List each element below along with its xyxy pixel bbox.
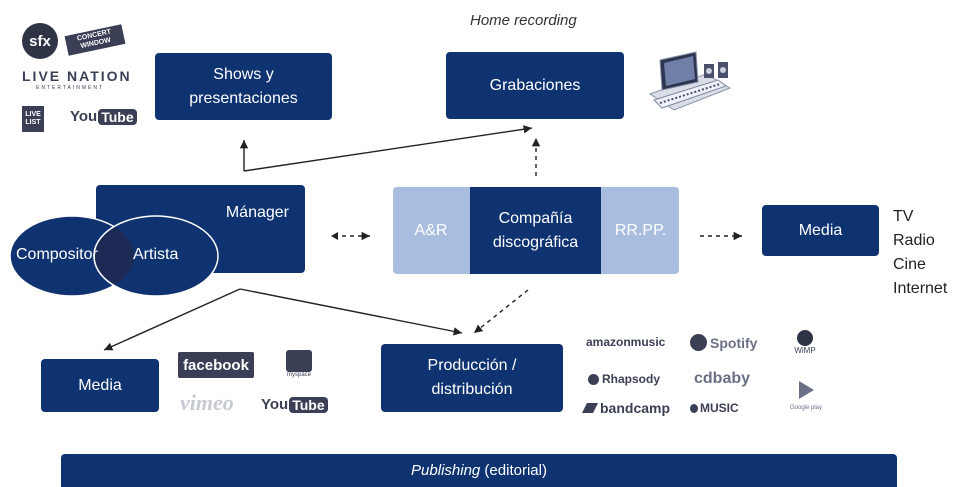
arrow-manager-to-produccion (239, 288, 463, 336)
grabaciones-box: Grabaciones (446, 52, 624, 119)
live-nation-subtext: ENTERTAINMENT (36, 85, 105, 91)
vimeo-logo: vimeo (180, 390, 234, 415)
publishing-bar: Publishing (editorial) (61, 454, 897, 487)
bandcamp-text: bandcamp (600, 400, 671, 416)
myspace-icon (286, 350, 312, 372)
manager-label: Mánager (225, 204, 289, 221)
facebook-logo: facebook (178, 352, 254, 378)
apple-music-text: MUSIC (700, 401, 739, 415)
compositor-artista-venn (9, 215, 219, 297)
google-play-logo: Google play (786, 380, 826, 411)
publishing-rest: (editorial) (480, 461, 547, 479)
bandcamp-logo: bandcamp (582, 400, 670, 416)
rrpp-box: RR.PP. (588, 187, 679, 274)
sfx-logo: sfx (22, 23, 58, 59)
arrow-manager-to-media (103, 288, 241, 351)
livelist-text: LIVE LIST (25, 111, 41, 126)
youtube-logo-bottom: You Tube (261, 396, 328, 413)
facebook-text: facebook (183, 356, 249, 374)
youtube-logo-top: You Tube (70, 108, 137, 125)
home-studio-illustration (648, 51, 732, 111)
youtube-tube-text: Tube (98, 108, 137, 125)
ar-label: A&R (414, 221, 448, 239)
home-recording-label: Home recording (470, 12, 577, 29)
sfx-logo-text: sfx (29, 32, 51, 50)
google-play-icon (799, 381, 814, 399)
apple-icon (690, 403, 698, 413)
ar-box: A&R (393, 187, 483, 274)
rhapsody-logo: Rhapsody (588, 372, 660, 386)
rhapsody-icon (588, 373, 599, 385)
livelist-logo: LIVE LIST (22, 106, 44, 132)
produccion-box: Producción / distribución (381, 344, 563, 412)
media-outlet-cine: Cine (893, 256, 926, 273)
wimp-text: WiMP (794, 346, 816, 355)
artista-label: Artista (133, 246, 179, 263)
grabaciones-label: Grabaciones (489, 76, 581, 94)
media-left-label: Media (78, 376, 122, 394)
myspace-text: myspace (286, 372, 311, 378)
media-left-box: Media (41, 359, 159, 412)
youtube-bottom-tube: Tube (289, 396, 328, 413)
apple-music-logo: MUSIC (690, 401, 739, 415)
youtube-you-text: You (70, 108, 98, 125)
media-right-label: Media (798, 221, 843, 239)
arrow-manager-to-grabaciones (243, 125, 533, 172)
publishing-em: Publishing (411, 461, 481, 479)
wimp-logo: WiMP (788, 330, 822, 355)
myspace-logo: myspace (284, 350, 314, 380)
spotify-logo: Spotify (690, 334, 757, 351)
cdbaby-logo: cdbaby (694, 370, 751, 387)
arrow-company-to-produccion (473, 289, 529, 334)
compositor-label: Compositor (16, 246, 98, 263)
media-outlet-tv: TV (893, 208, 914, 225)
media-outlet-radio: Radio (893, 232, 935, 249)
live-nation-logo: LIVE NATION (22, 68, 132, 84)
shows-box: Shows y presentaciones (155, 53, 332, 120)
media-right-box: Media (762, 205, 879, 256)
media-outlets-list: TV Radio Cine Internet (893, 205, 947, 301)
company-box: Compañía discográfica (470, 187, 601, 274)
bandcamp-icon (582, 403, 598, 413)
company-label: Compañía discográfica (492, 209, 579, 251)
rrpp-label: RR.PP. (614, 221, 667, 239)
spotify-text: Spotify (710, 334, 758, 351)
venn-intersection (93, 216, 134, 296)
media-outlet-internet: Internet (893, 280, 948, 297)
amazon-music-logo: amazonmusic (586, 335, 666, 349)
rhapsody-text: Rhapsody (602, 372, 661, 386)
produccion-label: Producción / distribución (427, 357, 517, 398)
shows-label: Shows y presentaciones (189, 65, 298, 107)
wimp-icon (797, 330, 813, 346)
youtube-bottom-you: You (261, 396, 289, 413)
google-play-text: Google play (789, 405, 823, 411)
spotify-icon (690, 334, 707, 351)
